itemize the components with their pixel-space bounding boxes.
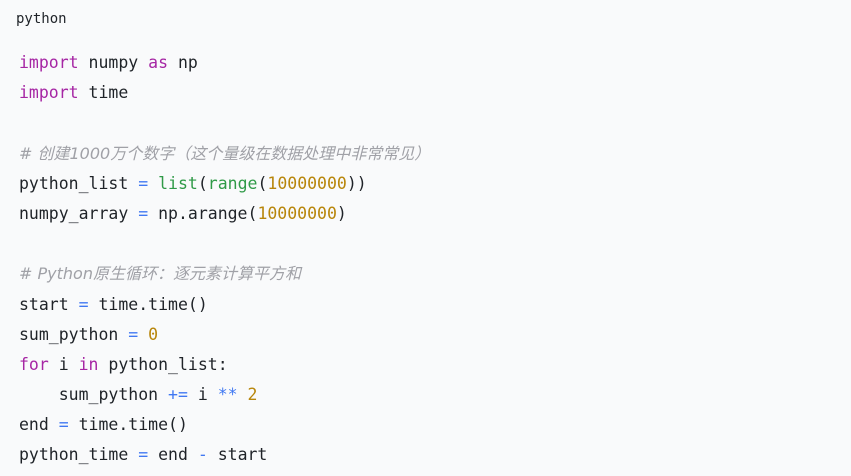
code-line: for i in python_list: — [19, 350, 430, 380]
code-token: time.time() — [68, 415, 188, 435]
code-token: np — [168, 53, 198, 72]
code-token: range — [207, 173, 258, 193]
code-line: numpy_array = np.arange(10000000) — [19, 199, 430, 229]
code-line: start = time.time() — [19, 290, 430, 320]
code-token: time.time() — [88, 294, 208, 314]
code-line: # 创建1000万个数字（这个量级在数据处理中非常常见） — [19, 139, 430, 169]
code-token: python_list: — [98, 354, 228, 374]
code-token: += — [168, 385, 188, 405]
code-language-label: python — [16, 11, 67, 27]
code-token: np.arange( — [148, 203, 258, 223]
code-line: end = time.time() — [19, 410, 430, 440]
code-line: python_time = end - start — [19, 440, 430, 470]
code-token: end — [148, 445, 198, 465]
code-token — [138, 325, 148, 344]
code-token: start — [207, 445, 268, 465]
code-token: list — [158, 173, 198, 193]
code-token: i — [187, 385, 218, 405]
code-token: sum_python — [19, 385, 169, 405]
code-token: = — [128, 324, 139, 344]
code-token: for — [19, 354, 49, 374]
code-token: ( — [197, 173, 208, 193]
code-token: python_list — [19, 173, 139, 193]
code-token: 10000000 — [257, 203, 337, 223]
code-line: python_list = list(range(10000000)) — [19, 169, 430, 199]
code-token: = — [138, 173, 149, 193]
code-token: python_time — [19, 445, 139, 465]
code-token — [238, 385, 248, 404]
code-token: ** — [217, 385, 238, 405]
code-token: numpy — [78, 53, 149, 72]
code-token: )) — [346, 173, 367, 193]
code-token: = — [138, 445, 149, 465]
code-token: in — [78, 354, 99, 374]
code-token: as — [148, 53, 169, 72]
code-token: - — [197, 445, 208, 465]
code-token: 2 — [247, 385, 258, 405]
code-line: # Python原生循环：逐元素计算平方和 — [19, 259, 430, 289]
code-token: # 创建1000万个数字（这个量级在数据处理中非常常见） — [19, 143, 431, 163]
code-token: = — [138, 203, 149, 223]
code-token: = — [58, 415, 69, 435]
code-token: 10000000 — [267, 173, 347, 193]
code-line: sum_python += i ** 2 — [19, 380, 430, 410]
code-token: ) — [336, 203, 347, 223]
code-line: import time — [19, 78, 430, 108]
code-token — [148, 174, 158, 193]
code-token: start — [19, 294, 79, 314]
code-token: import — [19, 83, 79, 103]
code-line: sum_python = 0 — [19, 320, 430, 350]
code-line — [19, 108, 430, 138]
code-line — [19, 229, 430, 259]
code-token: numpy_array — [19, 203, 139, 223]
code-token: = — [78, 294, 89, 314]
code-token: end — [19, 415, 59, 435]
code-line: import numpy as np — [19, 48, 430, 78]
code-token: time — [78, 83, 129, 103]
code-token: 0 — [148, 324, 159, 344]
code-token: i — [48, 354, 79, 374]
code-token: # Python原生循环：逐元素计算平方和 — [19, 264, 301, 284]
code-token: ( — [257, 173, 268, 193]
code-token: sum_python — [19, 324, 129, 344]
code-token: import — [19, 53, 79, 72]
